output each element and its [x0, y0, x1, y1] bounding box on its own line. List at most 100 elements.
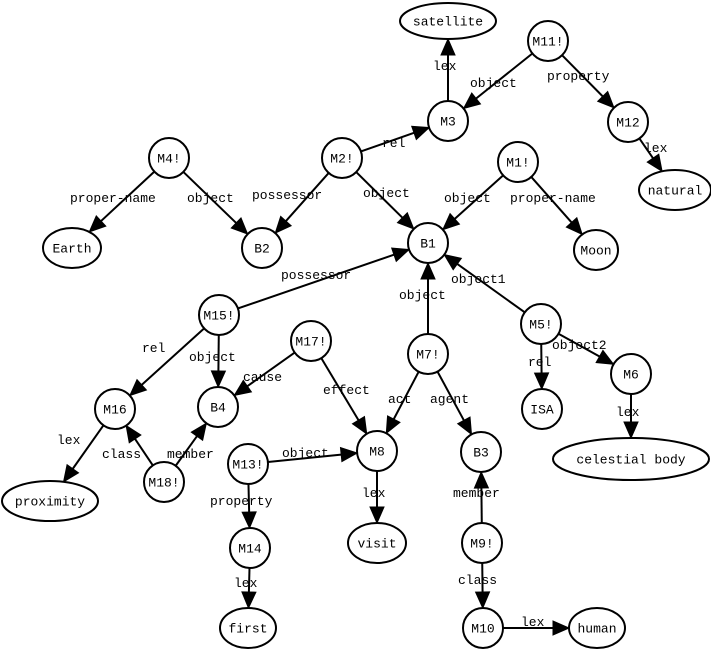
arrowhead-icon: [443, 253, 463, 271]
node-m17[interactable]: M17!: [290, 320, 332, 362]
arrowhead-icon: [473, 470, 490, 489]
node-b3[interactable]: B3: [460, 431, 502, 473]
node-ellipse: [638, 169, 711, 211]
edge-m15-to-m16: [128, 327, 205, 397]
node-moon[interactable]: Moon: [573, 229, 619, 271]
edge-line: [360, 131, 415, 153]
node-m15[interactable]: M15!: [198, 294, 240, 336]
node-satellite[interactable]: satellite: [399, 2, 497, 40]
arrowhead-icon: [596, 90, 615, 109]
edge-label: object: [187, 191, 234, 206]
node-label: M16: [103, 403, 126, 418]
node-label: M4!: [157, 152, 180, 167]
edge-line: [561, 54, 604, 98]
node-isa[interactable]: ISA: [521, 388, 563, 430]
edge-m18-to-b4: [174, 422, 208, 467]
edge-label: possessor: [252, 188, 322, 203]
edge-label: class: [102, 447, 141, 462]
node-m18[interactable]: M18!: [143, 461, 185, 503]
arrowhead-icon: [339, 446, 359, 463]
node-natural[interactable]: natural: [638, 169, 711, 211]
edge-label: lex: [616, 405, 640, 420]
node-m4[interactable]: M4!: [148, 137, 190, 179]
node-label: M14: [238, 542, 262, 557]
node-visit[interactable]: visit: [347, 522, 407, 564]
node-ellipse: [1, 480, 99, 522]
node-circle: [229, 527, 271, 569]
edge-line: [174, 435, 198, 467]
node-m6[interactable]: M6: [610, 353, 652, 395]
node-label: satellite: [413, 15, 483, 30]
edge-line: [134, 438, 154, 466]
edge-m10-to-human: [503, 620, 571, 636]
edge-m11-to-m3: [462, 52, 534, 110]
node-label: M11!: [532, 35, 563, 50]
node-b2[interactable]: B2: [241, 227, 283, 269]
arrowhead-icon: [190, 422, 208, 442]
node-m13[interactable]: M13!: [227, 443, 269, 485]
node-label: human: [577, 622, 616, 637]
node-label: M6: [623, 368, 639, 383]
arrowhead-icon: [462, 92, 482, 110]
node-circle: [227, 443, 269, 485]
node-human[interactable]: human: [568, 607, 626, 649]
edge-m12-to-natural: [638, 137, 663, 173]
edge-line: [141, 327, 205, 386]
edge-label: possessor: [281, 268, 351, 283]
edge-m2-to-b1: [355, 171, 415, 230]
node-m1[interactable]: M1!: [497, 141, 539, 183]
arrowhead-icon: [565, 216, 584, 236]
node-m16[interactable]: M16: [94, 388, 136, 430]
arrowhead-icon: [390, 247, 411, 263]
node-b1[interactable]: B1: [407, 222, 449, 264]
node-first[interactable]: first: [219, 607, 277, 649]
edge-line: [456, 263, 526, 314]
node-m2[interactable]: M2!: [321, 137, 363, 179]
node-m5[interactable]: M5!: [520, 303, 562, 345]
node-circle: [520, 303, 562, 345]
node-m12[interactable]: M12: [607, 101, 649, 143]
node-label: Moon: [580, 244, 611, 259]
edge-m5-to-b1: [443, 253, 526, 314]
node-ellipse: [552, 437, 710, 481]
node-label: B1: [420, 237, 436, 252]
arrowhead-icon: [623, 421, 639, 440]
arrowhead-icon: [533, 372, 550, 391]
node-m3[interactable]: M3: [427, 100, 469, 142]
node-label: B4: [210, 401, 226, 416]
arrowhead-icon: [441, 212, 461, 231]
edge-label: agent: [430, 392, 469, 407]
node-earth[interactable]: Earth: [42, 227, 102, 269]
node-m8[interactable]: M8: [356, 430, 398, 472]
node-celestial[interactable]: celestial body: [552, 437, 710, 481]
edge-label: member: [167, 447, 214, 462]
edge-label: act: [388, 392, 411, 407]
node-label: M5!: [529, 318, 552, 333]
arrowhead-icon: [420, 261, 436, 280]
node-label: M18!: [148, 476, 179, 491]
node-m7[interactable]: M7!: [407, 333, 449, 375]
arrowhead-icon: [385, 415, 401, 435]
node-m10[interactable]: M10: [462, 607, 504, 649]
node-circle: [241, 227, 283, 269]
node-circle: [94, 388, 136, 430]
node-proximity[interactable]: proximity: [1, 480, 99, 522]
edge-m6-to-celestial: [623, 394, 639, 440]
node-circle: [521, 388, 563, 430]
edge-line: [267, 453, 342, 463]
node-m14[interactable]: M14: [229, 527, 271, 569]
edge-m7-to-b1: [420, 261, 436, 334]
node-label: M15!: [203, 309, 234, 324]
edge-label: lex: [234, 576, 258, 591]
node-m11[interactable]: M11!: [527, 20, 569, 62]
edge-label: object1: [451, 272, 506, 287]
node-label: M10: [471, 622, 494, 637]
edge-label: lex: [433, 59, 457, 74]
arrowhead-icon: [241, 591, 257, 610]
node-b4[interactable]: B4: [197, 386, 239, 428]
node-m9[interactable]: M9!: [461, 522, 503, 564]
edge-line: [530, 176, 573, 224]
edge-label: object: [363, 186, 410, 201]
node-circle: [460, 431, 502, 473]
